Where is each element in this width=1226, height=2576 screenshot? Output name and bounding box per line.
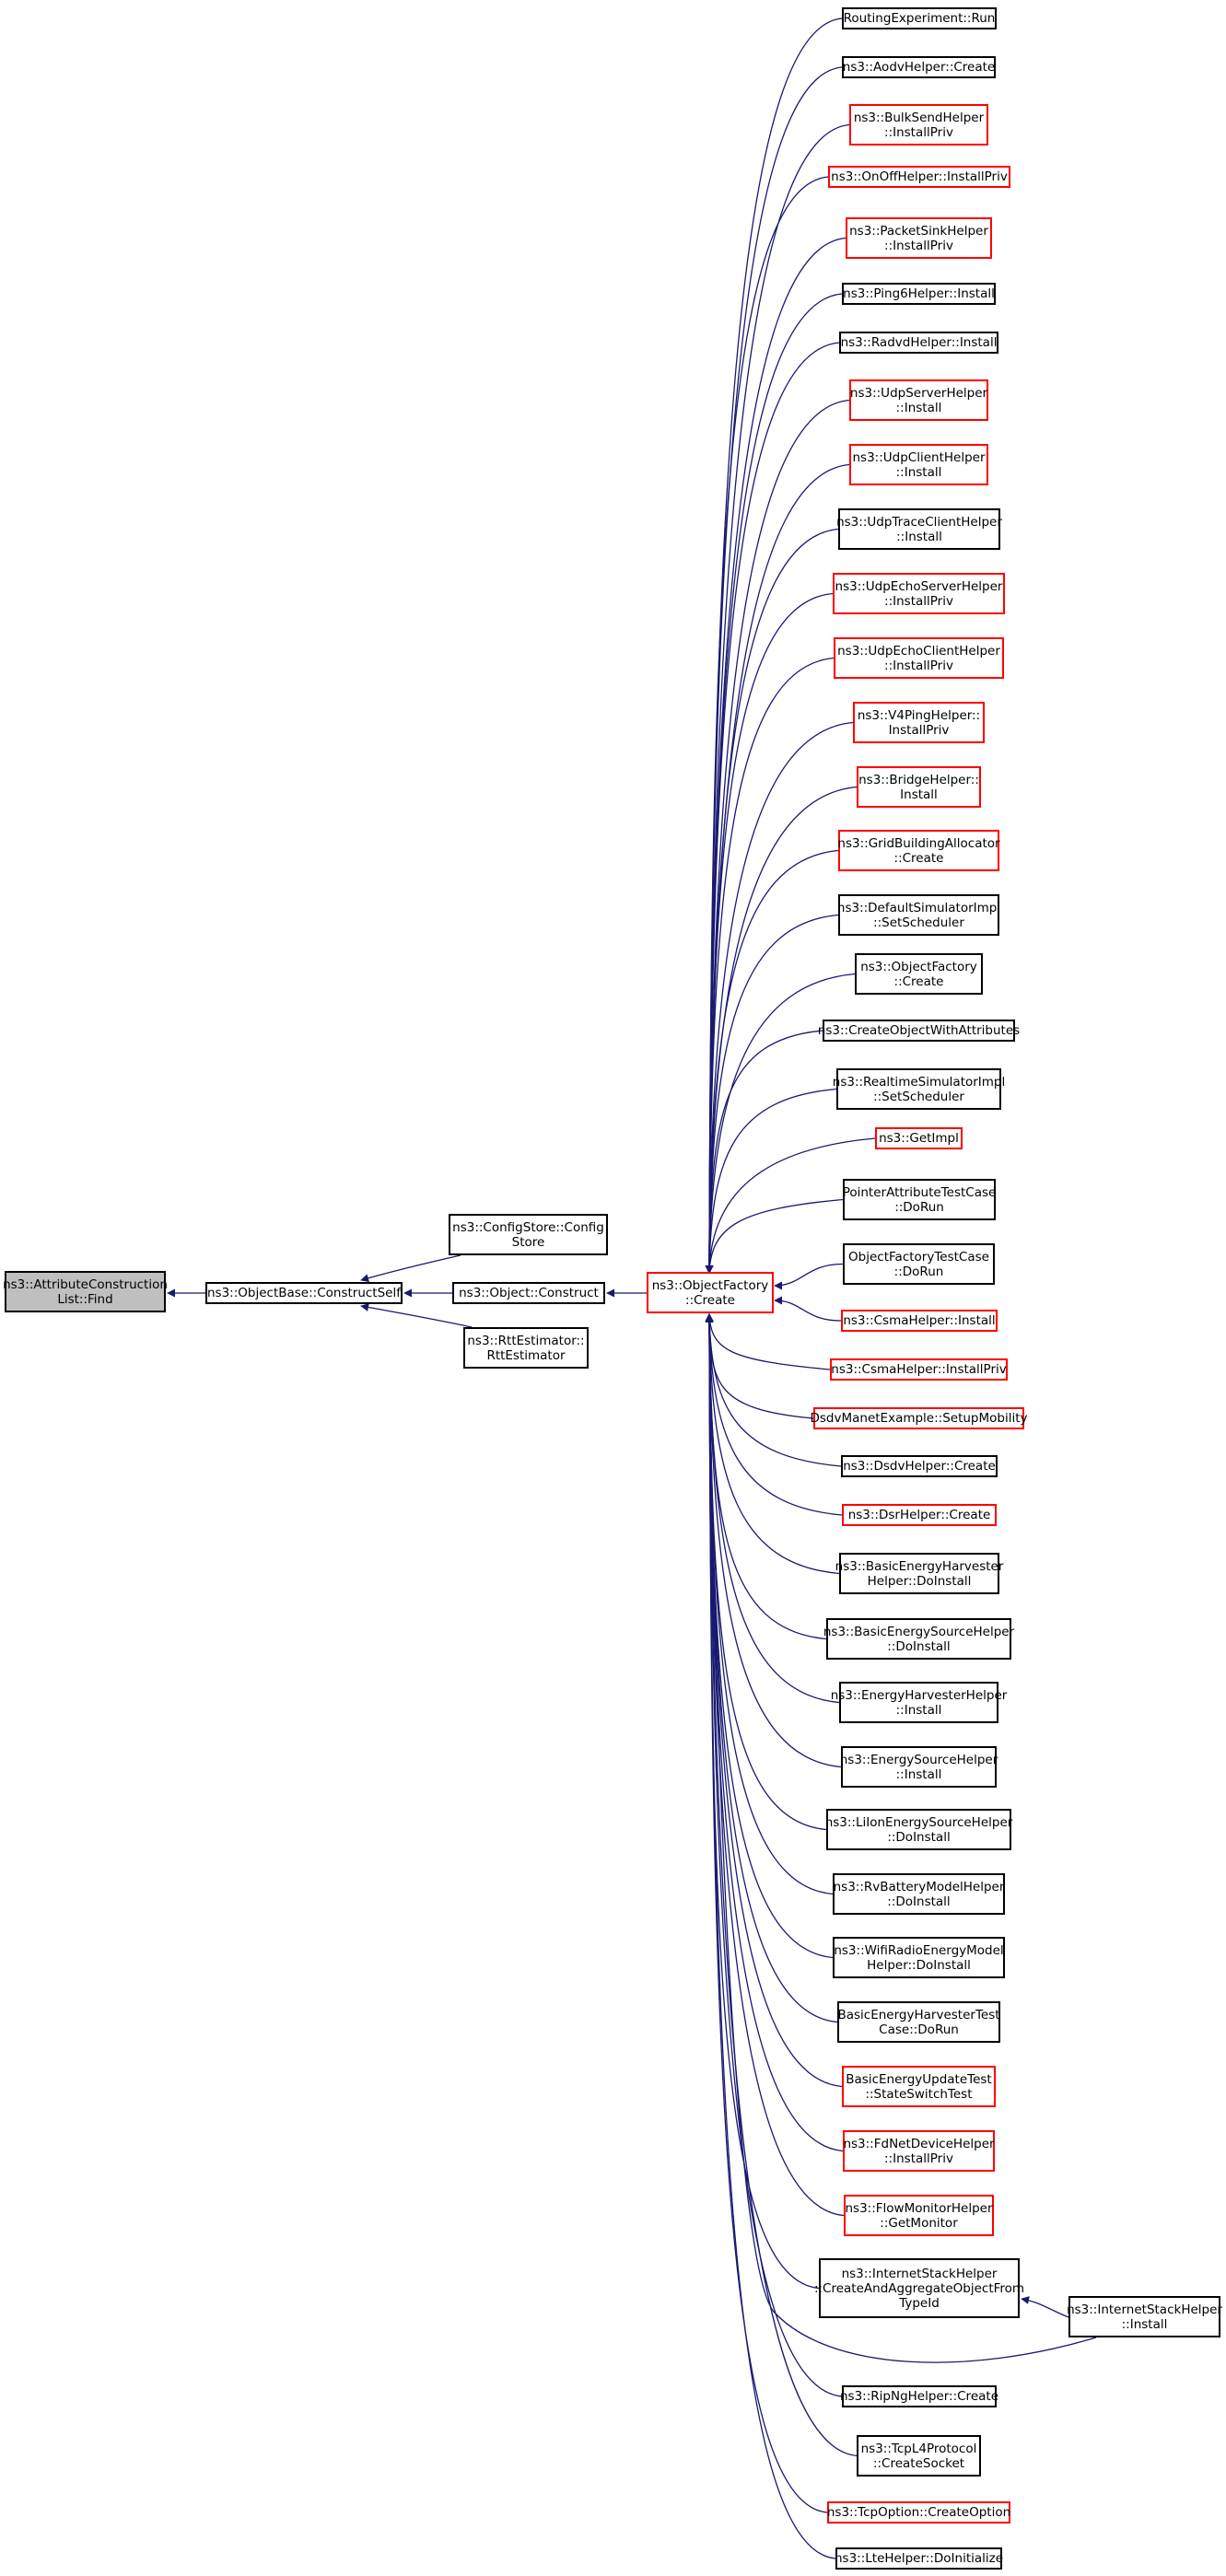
edge-caller-25-to-factory	[705, 1313, 842, 1467]
edge-caller-1-to-factory	[705, 66, 843, 1274]
edge-caller-16-to-factory	[705, 973, 856, 1274]
caller-node-ns3-bulksendhelper-installpriv[interactable]: ns3::BulkSendHelper ::InstallPriv	[849, 104, 988, 146]
caller-node-objectfactorytestcase-dorun[interactable]: ObjectFactoryTestCase ::DoRun	[843, 1243, 995, 1285]
edge-caller-5-to-factory	[705, 293, 843, 1274]
caller-node-ns3-v4pinghelper-installpriv[interactable]: ns3::V4PingHelper:: InstallPriv	[853, 702, 985, 743]
caller-node-ns3-udpclienthelper-install[interactable]: ns3::UdpClientHelper ::Install	[849, 444, 988, 485]
edge-caller-11-to-factory	[705, 657, 835, 1274]
caller-node-ns3-fdnetdevicehelper-installpriv[interactable]: ns3::FdNetDeviceHelper ::InstallPriv	[843, 2130, 995, 2172]
node-configstore-configstore[interactable]: ns3::ConfigStore::Config Store	[449, 1214, 608, 1255]
edge-caller-3-to-factory	[705, 176, 829, 1274]
edge-caller-8-to-factory	[705, 463, 850, 1274]
caller-node-ns3-udptraceclienthelper-install[interactable]: ns3::UdpTraceClientHelper ::Install	[836, 508, 1002, 550]
edge-caller-42-to-factory	[705, 1313, 836, 2559]
caller-node-ns3-csmahelper-installpriv[interactable]: ns3::CsmaHelper::InstallPriv	[830, 1358, 1008, 1381]
edge-caller-40-to-factory	[705, 1313, 858, 2457]
caller-node-ns3-defaultsimulatorimpl-setscheduler[interactable]: ns3::DefaultSimulatorImpl ::SetScheduler	[837, 894, 1000, 936]
edge-caller-23-to-factory	[705, 1313, 831, 1370]
edge-caller-4-to-factory	[705, 237, 847, 1274]
caller-node-ns3-aodvhelper-create[interactable]: ns3::AodvHelper::Create	[842, 56, 996, 78]
caller-node-ns3-rvbatterymodelhelper-doinstall[interactable]: ns3::RvBatteryModelHelper ::DoInstall	[833, 1873, 1005, 1915]
edge-configstore-to-constructself	[360, 1254, 461, 1283]
edge-caller-14-to-factory	[705, 849, 839, 1274]
edge-caller-41-to-factory	[705, 1313, 828, 2513]
caller-node-ns3-getimpl[interactable]: ns3::GetImpl	[875, 1127, 963, 1149]
node-objectfactory-create[interactable]: ns3::ObjectFactory ::Create	[647, 1272, 774, 1313]
caller-node-ns3-packetsinkhelper-installpriv[interactable]: ns3::PacketSinkHelper ::InstallPriv	[846, 217, 992, 259]
caller-node-ns3-tcpl4protocol-createsocket[interactable]: ns3::TcpL4Protocol ::CreateSocket	[857, 2435, 981, 2477]
caller-node-ns3-dsdvhelper-create[interactable]: ns3::DsdvHelper::Create	[841, 1455, 998, 1477]
node-object-construct[interactable]: ns3::Object::Construct	[452, 1282, 605, 1304]
caller-node-ns3-flowmonitorhelper-getmonitor[interactable]: ns3::FlowMonitorHelper ::GetMonitor	[844, 2195, 994, 2236]
caller-node-ns3-liionenergysourcehelper-doinstall[interactable]: ns3::LiIonEnergySourceHelper ::DoInstall	[825, 1809, 1012, 1850]
caller-node-ns3-radvdhelper-install[interactable]: ns3::RadvdHelper::Install	[839, 332, 998, 354]
caller-node-dsdvmanetexample-setupmobility[interactable]: DsdvManetExample::SetupMobility	[810, 1407, 1028, 1429]
caller-node-ns3-internetstackhelper-createandaggregateobjectfrom-typeid[interactable]: ns3::InternetStackHelper ::CreateAndAggr…	[814, 2258, 1024, 2318]
edge-caller-27-to-factory	[705, 1313, 840, 1575]
caller-node-ns3-dsrhelper-create[interactable]: ns3::DsrHelper::Create	[842, 1504, 997, 1526]
caller-node-routingexperiment-run[interactable]: RoutingExperiment::Run	[842, 7, 997, 29]
edge-caller-15-to-factory	[705, 914, 839, 1274]
caller-node-ns3-udpserverhelper-install[interactable]: ns3::UdpServerHelper ::Install	[849, 379, 988, 421]
caller-node-pointerattributetestcase-dorun[interactable]: PointerAttributeTestCase ::DoRun	[843, 1179, 996, 1220]
edge-caller-0-to-factory	[705, 17, 843, 1274]
caller-node-ns3-wifiradioenergymodel-helper-doinstall[interactable]: ns3::WifiRadioEnergyModel Helper::DoInst…	[833, 1937, 1005, 1978]
edge-ish-install-to-factory	[705, 1314, 1097, 2363]
edge-ish-install-to-createandaggregate	[1021, 2296, 1069, 2318]
caller-node-ns3-createobjectwithattributes[interactable]: ns3::CreateObjectWithAttributes	[818, 1020, 1020, 1042]
caller-node-ns3-energysourcehelper-install[interactable]: ns3::EnergySourceHelper ::Install	[840, 1746, 998, 1788]
caller-node-basicenergyupdatetest-stateswitchtest[interactable]: BasicEnergyUpdateTest ::StateSwitchTest	[842, 2066, 996, 2107]
caller-node-ns3-onoffhelper-installpriv[interactable]: ns3::OnOffHelper::InstallPriv	[828, 166, 1010, 188]
node-rttestimator-rttestimator[interactable]: ns3::RttEstimator:: RttEstimator	[463, 1327, 589, 1369]
edge-caller-29-to-factory	[705, 1313, 840, 1704]
caller-node-basicenergyharvestertest-case-dorun[interactable]: BasicEnergyHarvesterTest Case::DoRun	[837, 2001, 1000, 2043]
caller-node-ns3-ltehelper-doinitialize[interactable]: ns3::LteHelper::DoInitialize	[835, 2547, 1003, 2570]
edge-caller-18-to-factory	[705, 1088, 837, 1274]
caller-node-ns3-gridbuildingallocator-create[interactable]: ns3::GridBuildingAllocator ::Create	[837, 830, 1000, 871]
edge-caller-19-to-factory	[705, 1137, 876, 1274]
caller-node-ns3-objectfactory-create[interactable]: ns3::ObjectFactory ::Create	[855, 953, 983, 995]
edge-caller-20-to-factory	[705, 1198, 844, 1274]
caller-node-ns3-bridgehelper-install[interactable]: ns3::BridgeHelper:: Install	[857, 766, 981, 808]
caller-node-ns3-udpechoserverhelper-installpriv[interactable]: ns3::UdpEchoServerHelper ::InstallPriv	[833, 573, 1005, 614]
caller-node-ns3-ping6helper-install[interactable]: ns3::Ping6Helper::Install	[842, 283, 996, 305]
node-attribute-construction-list-find: ns3::AttributeConstruction List::Find	[3, 1271, 168, 1312]
edge-caller-10-to-factory	[705, 592, 834, 1274]
edge-caller-6-to-factory	[705, 342, 840, 1274]
edge-caller-22-to-factory	[774, 1296, 842, 1322]
node-internetstackhelper-install[interactable]: ns3::InternetStackHelper ::Install	[1067, 2296, 1222, 2337]
caller-node-ns3-csmahelper-install[interactable]: ns3::CsmaHelper::Install	[841, 1310, 998, 1332]
caller-node-ns3-tcpoption-createoption[interactable]: ns3::TcpOption::CreateOption	[827, 2501, 1010, 2524]
caller-node-ns3-energyharvesterhelper-install[interactable]: ns3::EnergyHarvesterHelper ::Install	[831, 1682, 1007, 1723]
caller-node-ns3-udpechoclienthelper-installpriv[interactable]: ns3::UdpEchoClientHelper ::InstallPriv	[834, 637, 1004, 679]
caller-node-ns3-ripnghelper-create[interactable]: ns3::RipNgHelper::Create	[840, 2385, 998, 2407]
caller-node-ns3-basicenergyharvester-helper-doinstall[interactable]: ns3::BasicEnergyHarvester Helper::DoInst…	[835, 1553, 1003, 1594]
edge-caller-17-to-factory	[705, 1030, 823, 1274]
caller-node-ns3-realtimesimulatorimpl-setscheduler[interactable]: ns3::RealtimeSimulatorImpl ::SetSchedule…	[833, 1068, 1005, 1110]
edge-caller-26-to-factory	[705, 1313, 843, 1516]
edge-caller-30-to-factory	[705, 1313, 842, 1768]
edge-caller-21-to-factory	[774, 1263, 844, 1290]
node-objectbase-constructself[interactable]: ns3::ObjectBase::ConstructSelf	[205, 1282, 403, 1304]
caller-node-ns3-basicenergysourcehelper-doinstall[interactable]: ns3::BasicEnergySourceHelper ::DoInstall	[823, 1618, 1014, 1660]
edge-rtt-to-constructself	[360, 1303, 473, 1328]
edge-caller-12-to-factory	[705, 721, 854, 1274]
